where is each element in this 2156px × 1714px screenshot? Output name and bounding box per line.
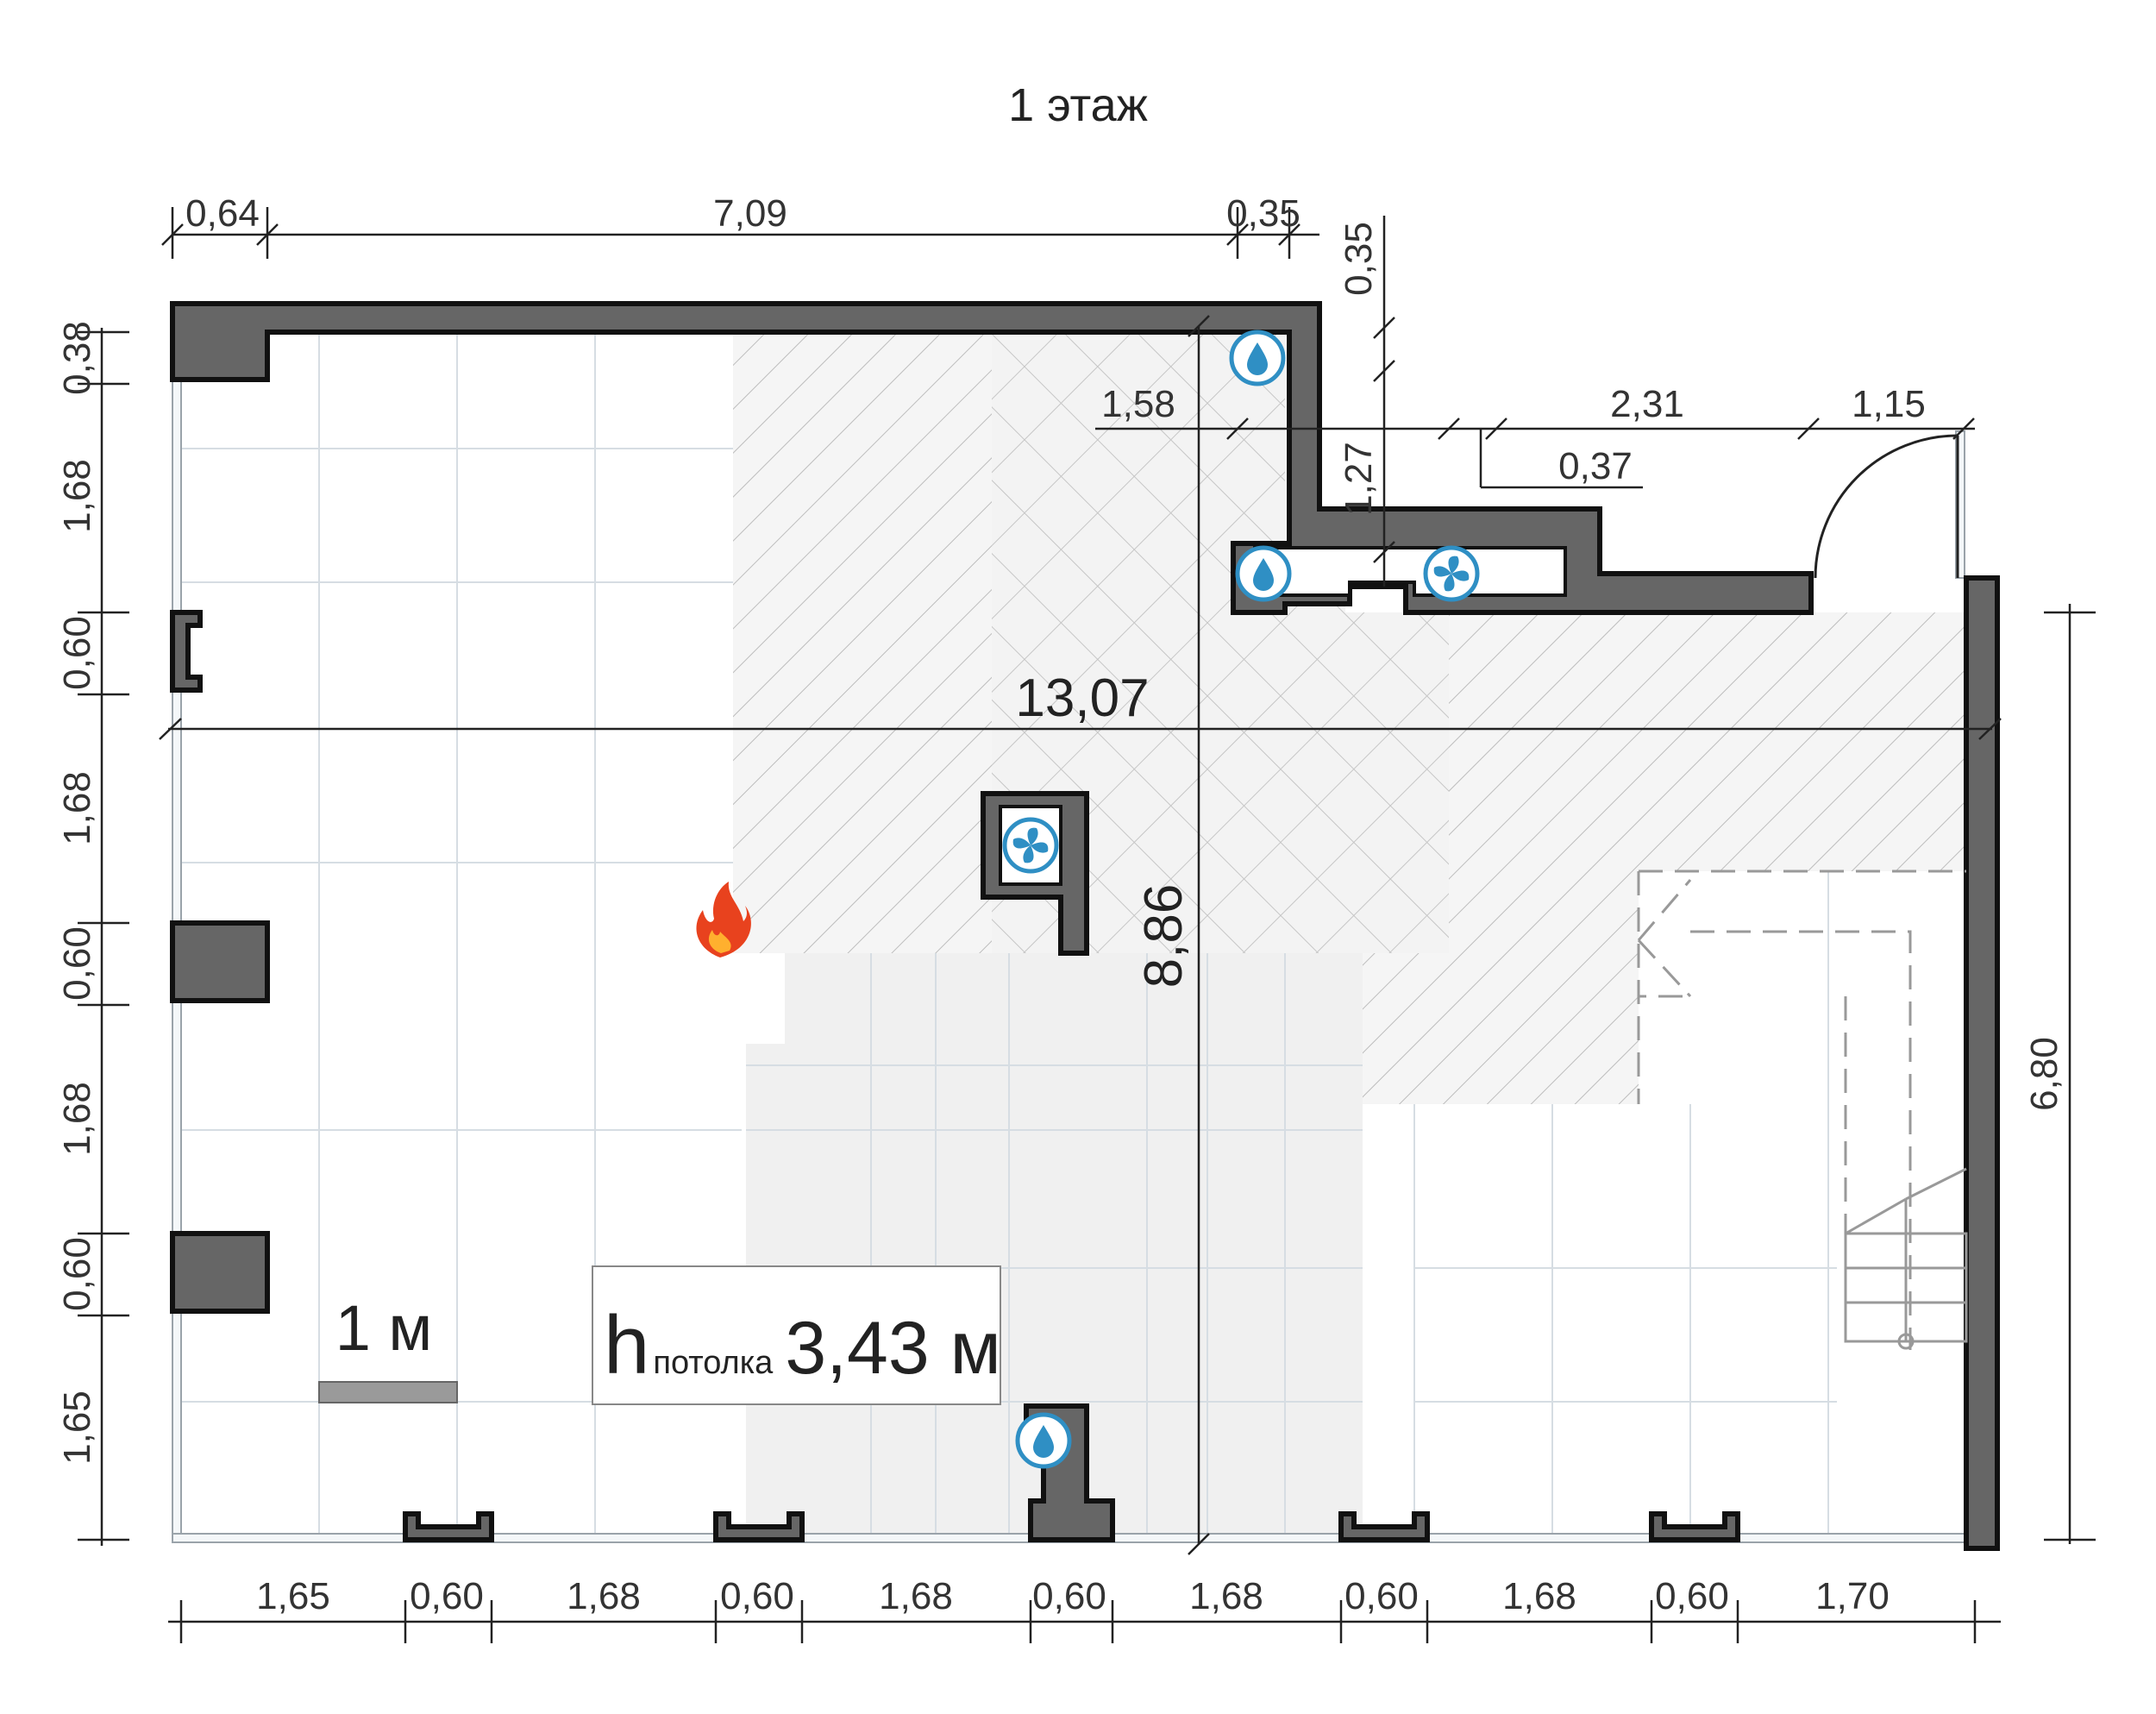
overall-depth-label: 8,86 — [1134, 884, 1194, 989]
overall-width-label: 13,07 — [1015, 669, 1149, 728]
bottom-dim-3: 0,60 — [720, 1575, 794, 1617]
bottom-dim-7: 0,60 — [1344, 1575, 1419, 1617]
left-dimension-chain — [78, 328, 129, 1546]
fire-icon — [696, 882, 751, 957]
ceiling-h: h — [604, 1299, 649, 1391]
notch-dim-3: 0,37 — [1558, 445, 1633, 487]
bottom-dim-0: 1,65 — [256, 1575, 330, 1617]
bottom-dim-4: 1,68 — [879, 1575, 953, 1617]
notch-dim-4: 1,27 — [1338, 442, 1380, 516]
entrance-door — [1814, 434, 1959, 579]
ceiling-value: 3,43 м — [785, 1307, 1000, 1390]
right-dimension — [2044, 604, 2096, 1544]
notch-dimensions — [1095, 418, 1975, 489]
tile-grid — [746, 953, 1363, 1540]
notch-dim-2: 1,15 — [1852, 383, 1926, 425]
right-dim: 6,80 — [2023, 1037, 2065, 1111]
floor-grid — [181, 332, 1967, 1540]
overall-dimensions — [159, 315, 2002, 1555]
column-west-1 — [170, 610, 203, 693]
bottom-dim-1: 0,60 — [410, 1575, 484, 1617]
left-dim-6: 0,60 — [56, 1237, 98, 1311]
top-vertical-dim: 0,35 — [1338, 222, 1380, 296]
bottom-dim-8: 1,68 — [1502, 1575, 1576, 1617]
top-dim-2: 0,35 — [1226, 192, 1300, 235]
bottom-dim-5: 0,60 — [1032, 1575, 1106, 1617]
left-dim-1: 1,68 — [56, 459, 98, 533]
exterior-wall-east — [1964, 575, 2000, 1551]
bottom-dim-2: 1,68 — [567, 1575, 641, 1617]
left-dim-3: 1,68 — [56, 771, 98, 845]
notch-dim-1: 2,31 — [1610, 383, 1684, 425]
column-south-2 — [713, 1511, 805, 1542]
left-dim-4: 0,60 — [56, 926, 98, 1001]
bottom-dim-10: 1,70 — [1815, 1575, 1890, 1617]
scale-bar — [318, 1381, 458, 1403]
water-drop-icon — [1229, 330, 1286, 386]
fan-icon — [1423, 545, 1480, 602]
left-dim-0: 0,38 — [56, 321, 98, 395]
left-dim-2: 0,60 — [56, 616, 98, 690]
water-drop-icon — [1235, 545, 1292, 602]
column-south-4 — [1649, 1511, 1740, 1542]
left-dim-7: 1,65 — [56, 1391, 98, 1465]
top-dim-0: 0,64 — [185, 192, 260, 235]
column-south-3 — [1338, 1511, 1430, 1542]
bottom-dim-9: 0,60 — [1655, 1575, 1729, 1617]
fan-icon — [1002, 817, 1059, 874]
bottom-dim-6: 1,68 — [1189, 1575, 1263, 1617]
scale-label: 1 м — [335, 1292, 433, 1364]
bottom-dimension-chain — [168, 1600, 2001, 1643]
floor-title: 1 этаж — [1008, 79, 1148, 131]
column-west-2 — [170, 920, 270, 1003]
exterior-wall-north — [170, 301, 1814, 615]
notch-dim-0: 1,58 — [1101, 383, 1175, 425]
water-drop-icon — [1015, 1412, 1072, 1469]
top-dimension-chain — [161, 207, 1395, 587]
staircase — [1637, 870, 1968, 1350]
top-dim-1: 7,09 — [713, 192, 787, 235]
ceiling-sub: потолка — [653, 1345, 774, 1381]
column-west-3 — [170, 1231, 270, 1314]
left-dim-5: 1,68 — [56, 1082, 98, 1156]
column-south-1 — [403, 1511, 494, 1542]
